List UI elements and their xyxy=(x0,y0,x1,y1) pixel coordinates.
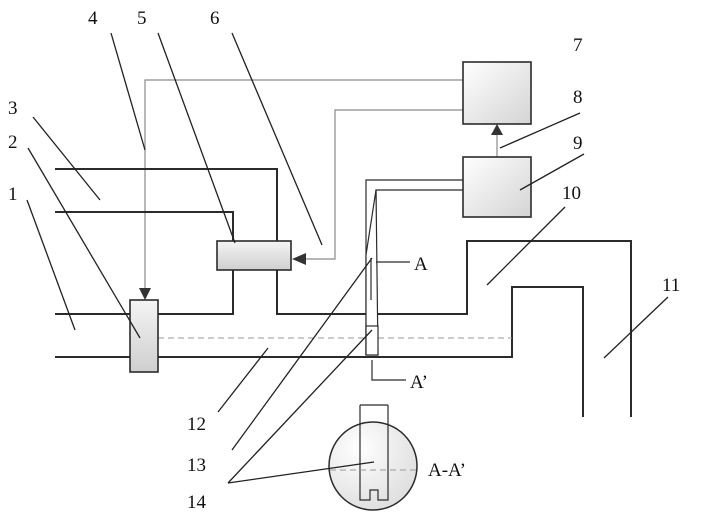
label-1: 1 xyxy=(8,184,18,205)
section-label-a: A xyxy=(414,254,428,275)
label-13: 13 xyxy=(187,455,206,476)
section-line-a-prime xyxy=(372,360,406,380)
label-4: 4 xyxy=(88,8,98,29)
section-view xyxy=(329,405,420,510)
arrowhead-to-regulator xyxy=(292,253,306,265)
leader-1 xyxy=(27,200,75,330)
label-11: 11 xyxy=(662,275,680,296)
leader-4 xyxy=(111,33,145,150)
leader-2 xyxy=(28,148,140,338)
label-5: 5 xyxy=(137,8,147,29)
upper-pipe-inner xyxy=(55,212,233,314)
label-3: 3 xyxy=(8,98,18,119)
sensor-box xyxy=(463,157,531,217)
leader-3 xyxy=(33,117,100,200)
arrowhead-to-controller xyxy=(491,124,503,135)
leader-lines xyxy=(27,33,668,483)
probe-cable-inner xyxy=(376,190,463,255)
section-label-a-prime: A’ xyxy=(410,372,428,393)
label-2: 2 xyxy=(8,132,18,153)
label-14: 14 xyxy=(187,492,207,513)
arrowhead-to-valve xyxy=(139,288,151,300)
controller-box xyxy=(463,62,531,124)
label-8: 8 xyxy=(573,87,583,108)
section-label-a-a-prime: A-A’ xyxy=(428,460,466,481)
signal-line-controller-to-regulator xyxy=(300,110,463,259)
label-9: 9 xyxy=(573,133,583,154)
pipe-system xyxy=(55,169,631,417)
probe-assembly xyxy=(366,180,463,380)
section-labels: A A’ A-A’ xyxy=(410,254,466,481)
label-6: 6 xyxy=(210,8,220,29)
leader-11 xyxy=(604,297,668,358)
label-12: 12 xyxy=(187,414,206,435)
upper-pipe-outer xyxy=(55,169,631,417)
label-7: 7 xyxy=(573,35,583,56)
leader-10 xyxy=(487,207,565,285)
leader-13 xyxy=(232,258,372,450)
valve-component xyxy=(130,300,158,372)
label-10: 10 xyxy=(562,183,581,204)
regulator-box xyxy=(217,241,291,270)
